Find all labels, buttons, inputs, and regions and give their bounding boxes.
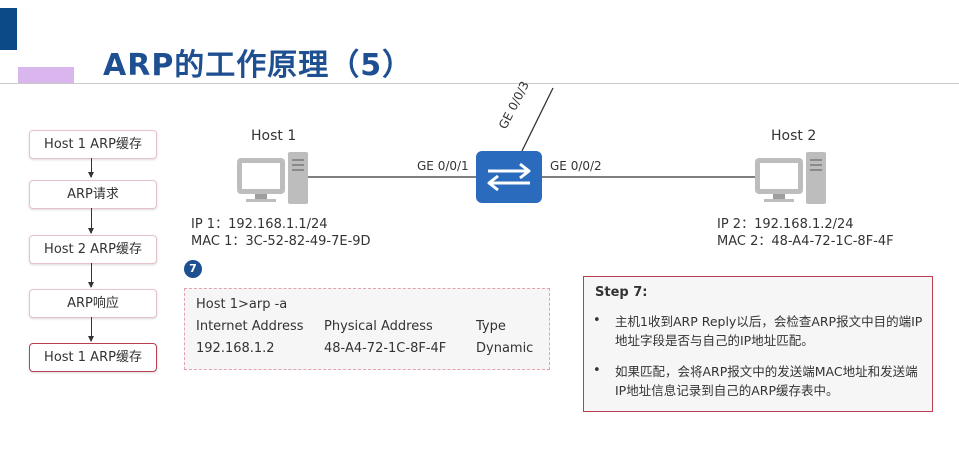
page-title: ARP的工作原理（5） <box>103 48 414 83</box>
arp-row-type: Dynamic <box>476 341 534 356</box>
port-right-label: GE 0/0/2 <box>550 159 602 173</box>
bullet-dot-icon: • <box>593 313 601 328</box>
computer-icon <box>237 152 308 204</box>
corner-mark <box>0 8 17 50</box>
host2-name: Host 2 <box>771 128 817 144</box>
arp-row-mac: 48-A4-72-1C-8F-4F <box>324 341 447 356</box>
title-accent-bar <box>18 67 74 83</box>
arp-header-type: Type <box>476 319 506 334</box>
arp-cache-table: Host 1>arp -a Internet Address Physical … <box>184 288 550 370</box>
bullet-dot-icon: • <box>593 363 601 378</box>
port-left-label: GE 0/0/1 <box>417 159 469 173</box>
flow-step-host1-cache: Host 1 ARP缓存 <box>29 130 157 159</box>
flow-arrow-icon <box>88 158 94 178</box>
flow-arrow-icon <box>88 317 94 342</box>
arp-row-ip: 192.168.1.2 <box>196 341 275 356</box>
computer-icon <box>755 152 826 204</box>
arp-command: Host 1>arp -a <box>196 297 288 312</box>
step-title: Step 7: <box>595 285 648 300</box>
flow-arrow-icon <box>88 208 94 234</box>
step-number-badge: 7 <box>184 260 202 278</box>
step-bullet: 如果匹配，会将ARP报文中的发送端MAC地址和发送端IP地址信息记录到自己的AR… <box>615 364 918 398</box>
arp-header-physical-address: Physical Address <box>324 319 433 334</box>
host2-ip: IP 2：192.168.1.2/24 <box>717 217 854 232</box>
flow-step-host1-cache-updated: Host 1 ARP缓存 <box>29 343 157 372</box>
arp-header-internet-address: Internet Address <box>196 319 304 334</box>
title-divider <box>0 83 959 84</box>
switch-icon <box>476 151 542 203</box>
flow-step-arp-reply: ARP响应 <box>29 289 157 318</box>
step-bullet: 主机1收到ARP Reply以后，会检查ARP报文中目的端IP地址字段是否与自己… <box>615 314 923 348</box>
host2-mac: MAC 2：48-A4-72-1C-8F-4F <box>717 234 894 249</box>
flow-arrow-icon <box>88 263 94 288</box>
host1-ip: IP 1：192.168.1.1/24 <box>191 217 328 232</box>
flow-step-host2-cache: Host 2 ARP缓存 <box>29 235 157 264</box>
step-explanation-panel: Step 7: • 主机1收到ARP Reply以后，会检查ARP报文中目的端I… <box>583 276 933 412</box>
host1-mac: MAC 1：3C-52-82-49-7E-9D <box>191 234 371 249</box>
host1-name: Host 1 <box>251 128 297 144</box>
link-switch-uplink <box>521 87 554 152</box>
flow-step-arp-request: ARP请求 <box>29 180 157 209</box>
